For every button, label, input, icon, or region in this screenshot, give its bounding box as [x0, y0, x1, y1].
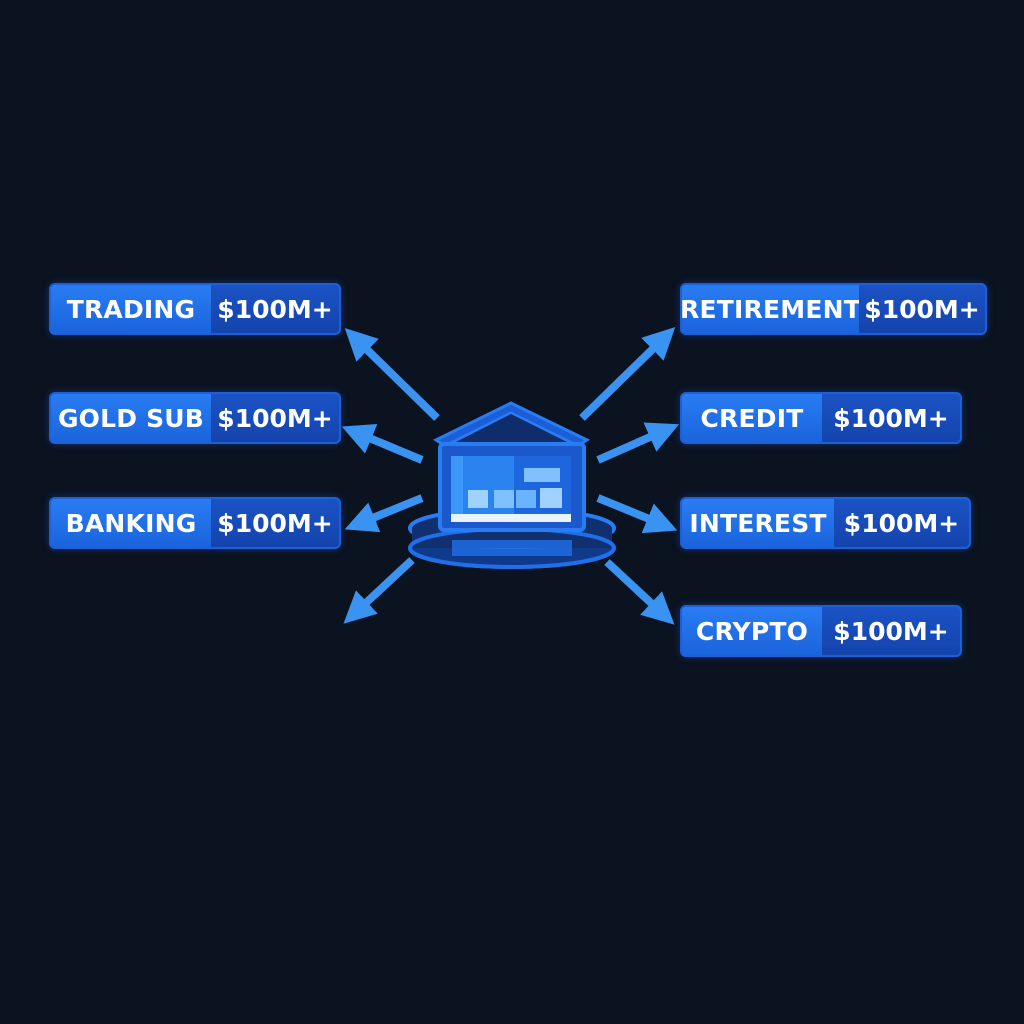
segment-label: RETIREMENT — [682, 285, 861, 333]
arrow-to-gold-sub — [341, 424, 424, 464]
segment-value: $100M+ — [211, 499, 339, 547]
segment-retirement: RETIREMENT $100M+ — [680, 283, 987, 335]
segment-label: CRYPTO — [682, 607, 822, 655]
segment-value: $100M+ — [822, 607, 960, 655]
bank-icon — [408, 401, 616, 569]
segment-crypto: CRYPTO $100M+ — [680, 605, 962, 657]
segment-value: $100M+ — [859, 285, 985, 333]
segment-label: INTEREST — [682, 499, 834, 547]
arrow-to-crypto — [604, 559, 675, 625]
segment-gold-sub: GOLD SUB $100M+ — [49, 392, 341, 444]
segment-value: $100M+ — [211, 285, 339, 333]
arrow-to-interest — [596, 494, 678, 534]
segment-interest: INTEREST $100M+ — [680, 497, 971, 549]
arrow-to-banking — [344, 494, 424, 533]
segment-banking: BANKING $100M+ — [49, 497, 341, 549]
arrow-lower-left — [343, 557, 415, 624]
segment-value: $100M+ — [211, 394, 339, 442]
segment-value: $100M+ — [822, 394, 960, 442]
arrow-to-retirement — [579, 326, 676, 421]
segment-credit: CREDIT $100M+ — [680, 392, 962, 444]
segment-label: CREDIT — [682, 394, 822, 442]
segment-label: TRADING — [51, 285, 211, 333]
segment-trading: TRADING $100M+ — [49, 283, 341, 335]
segment-label: BANKING — [51, 499, 211, 547]
arrow-to-trading — [344, 327, 440, 421]
segment-value: $100M+ — [834, 499, 969, 547]
segment-label: GOLD SUB — [51, 394, 211, 442]
arrow-to-credit — [596, 422, 680, 464]
